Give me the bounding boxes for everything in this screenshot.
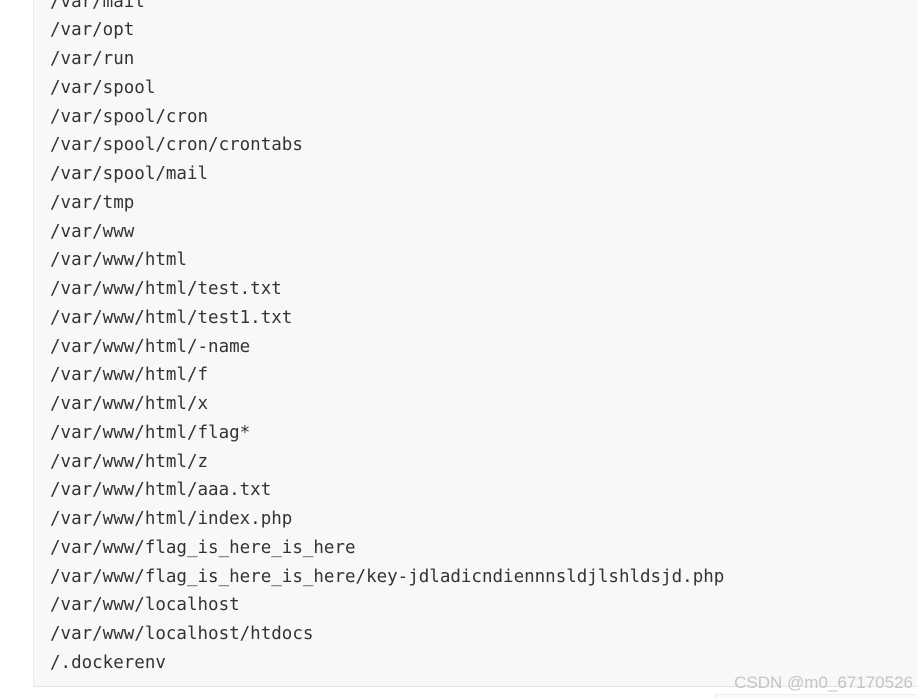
code-line: /var/www xyxy=(50,221,135,242)
code-line: /var/www/html/f xyxy=(50,365,209,386)
code-line: /var/www/html/flag* xyxy=(50,422,251,443)
code-line: /var/spool/mail xyxy=(50,164,209,185)
code-line: /var/spool/cron/crontabs xyxy=(50,135,303,156)
code-line: /var/www/html/test1.txt xyxy=(50,307,293,328)
code-line: /var/www/html/aaa.txt xyxy=(50,480,272,501)
bottom-edge xyxy=(715,694,917,698)
code-line: /var/www/localhost xyxy=(50,595,240,616)
code-line: /var/www/html xyxy=(50,250,187,271)
code-block: /var/mail/var/opt/var/run/var/spool/var/… xyxy=(33,0,917,687)
code-line: /var/www/html/-name xyxy=(50,336,251,357)
code-line: /var/opt xyxy=(50,20,135,41)
code-line: /var/www/localhost/htdocs xyxy=(50,624,314,645)
code-line: /var/mail xyxy=(50,0,145,12)
code-line: /var/spool/cron xyxy=(50,106,209,127)
code-line: /var/www/html/index.php xyxy=(50,509,293,530)
code-line: /var/www/html/z xyxy=(50,451,209,472)
code-line: /.dockerenv xyxy=(50,652,166,673)
code-line: /var/run xyxy=(50,49,135,70)
code-line: /var/tmp xyxy=(50,192,135,213)
code-line: /var/www/html/x xyxy=(50,394,209,415)
code-line: /var/www/flag_is_here_is_here/key-jdladi… xyxy=(50,566,725,587)
code-line: /var/www/flag_is_here_is_here xyxy=(50,537,356,558)
code-line: /var/www/html/test.txt xyxy=(50,279,282,300)
code-lines: /var/mail/var/opt/var/run/var/spool/var/… xyxy=(50,0,724,678)
code-line: /var/spool xyxy=(50,77,156,98)
watermark: CSDN @m0_67170526 xyxy=(734,673,913,692)
